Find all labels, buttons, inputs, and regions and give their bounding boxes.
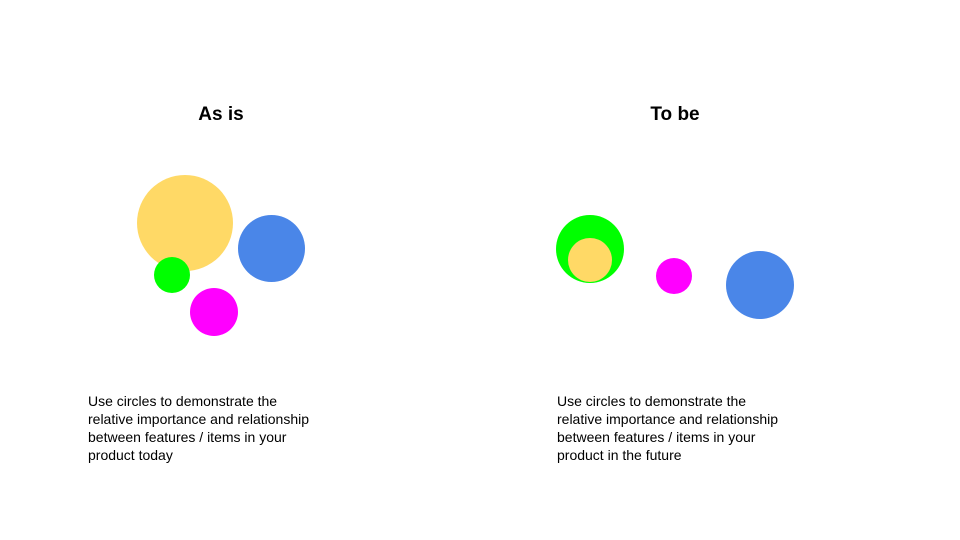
description-line: relative importance and relationship bbox=[88, 411, 310, 427]
description-line: product today bbox=[88, 447, 173, 463]
to-be-title: To be bbox=[650, 104, 700, 125]
description-line: between features / items in your bbox=[557, 429, 756, 445]
description-line: Use circles to demonstrate the bbox=[557, 393, 747, 409]
blue-circle bbox=[238, 215, 305, 282]
magenta-circle bbox=[190, 288, 238, 336]
description-line: Use circles to demonstrate the bbox=[88, 393, 278, 409]
yellow-circle bbox=[137, 175, 233, 271]
as-is-title: As is bbox=[198, 104, 244, 125]
magenta-circle bbox=[656, 258, 692, 294]
yellow-circle bbox=[568, 238, 612, 282]
description-line: relative importance and relationship bbox=[557, 411, 779, 427]
description-line: product in the future bbox=[557, 447, 682, 463]
to-be-description: Use circles to demonstrate the relative … bbox=[557, 392, 817, 464]
as-is-description: Use circles to demonstrate the relative … bbox=[88, 392, 348, 464]
green-circle bbox=[154, 257, 190, 293]
description-line: between features / items in your bbox=[88, 429, 287, 445]
blue-circle bbox=[726, 251, 794, 319]
